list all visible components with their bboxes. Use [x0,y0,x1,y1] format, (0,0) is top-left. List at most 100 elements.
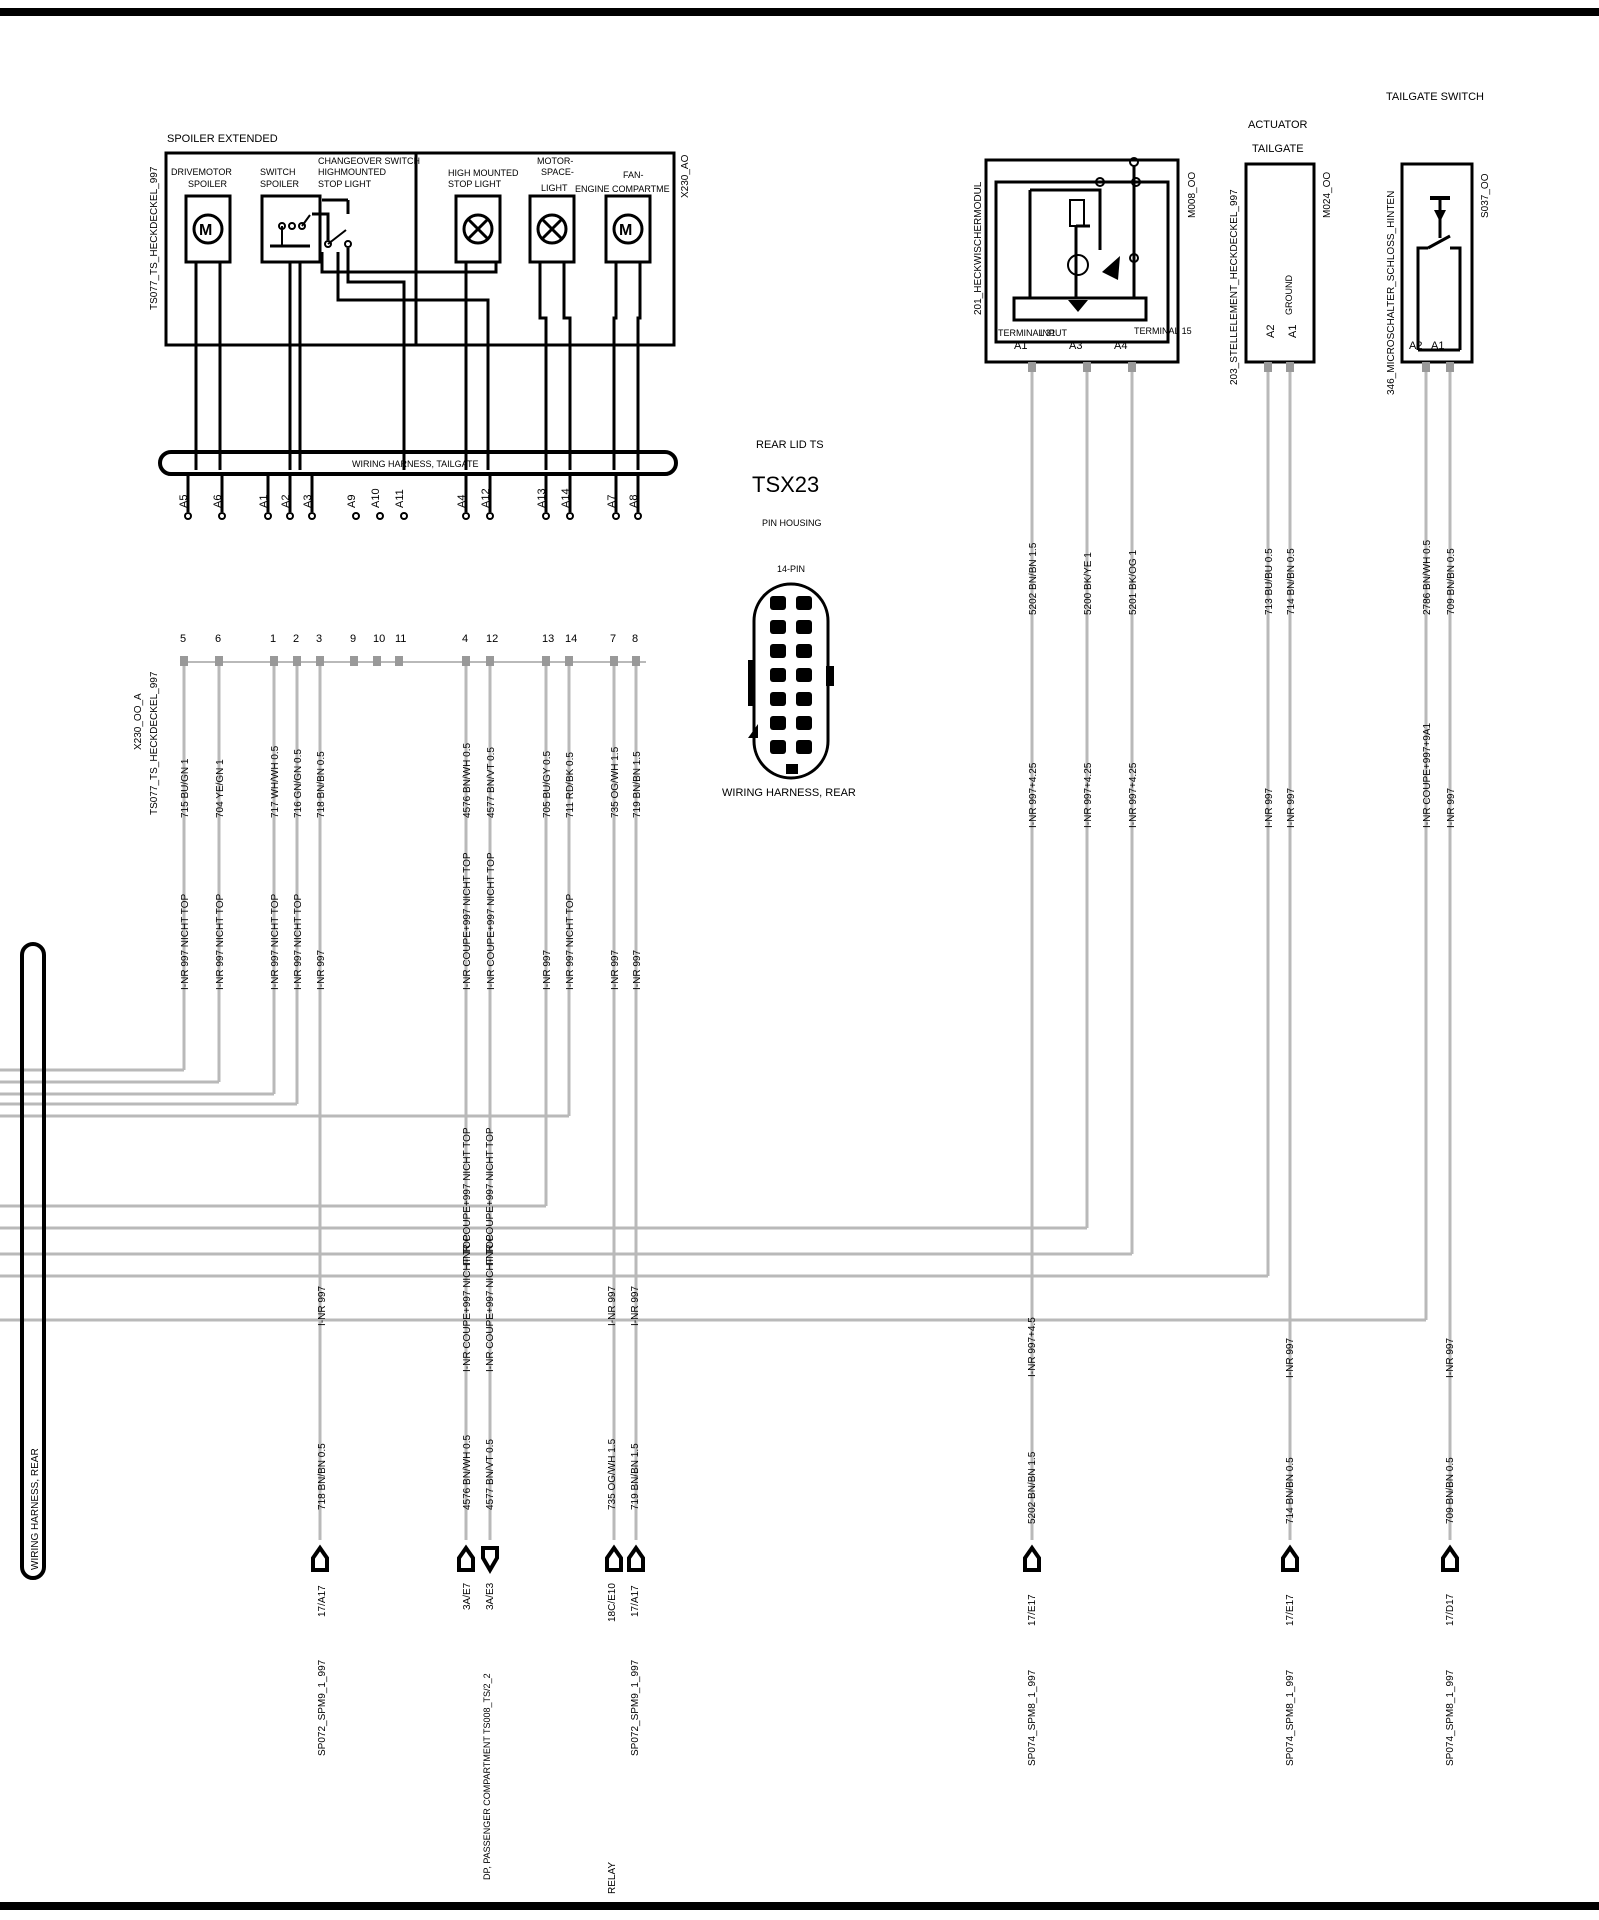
tailgate-switch-title: TAILGATE SWITCH [1386,91,1484,103]
bottom-border [0,1902,1599,1910]
wire-color-label: 4576 BN/WH 0.5 [462,743,473,818]
motor-space-label-3: LIGHT [541,183,568,193]
motor-space-label-2: SPACE- [541,167,574,177]
spoiler-pin-terminal [542,512,550,520]
spoiler-pin-terminal [400,512,408,520]
fan-label: FAN- [623,170,644,180]
switch-pin-a2: A2 [1409,340,1422,352]
tailgate-harness-label: WIRING HARNESS, TAILGATE [352,459,479,469]
actuator-title-1: ACTUATOR [1248,119,1308,131]
connector-terminal-icon [311,1544,329,1572]
wire-condition-label: I-NR 997 [1286,788,1297,828]
bottom-wire-12: 4577 BN/VT 0.5 [485,1439,496,1510]
x230-pin [565,656,573,666]
dest-3: SP072_SPM9_1_997 [317,1659,328,1756]
wire-color-label: 5202 BN/BN 1.5 [1028,542,1039,615]
wire-condition-label: I-NR 997 NICHT TOP [293,894,304,990]
x230-pin-label: 8 [632,633,638,645]
housing-pin-cell [770,716,786,730]
stop-light-label-2: STOP LIGHT [448,179,502,189]
spoiler-pin-terminal [286,512,294,520]
wire-condition-label: I-NR 997 [1446,788,1457,828]
connector-terminal-icon [605,1544,623,1572]
cond-r1-low: I-NR 997+4.5 [1027,1317,1038,1377]
wire-condition-label: I-NR 997+4.25 [1083,762,1094,828]
spoiler-pin-label: A9 [346,495,358,508]
spoiler-pin-terminal [218,512,226,520]
actuator-code: M024_OO [1322,172,1333,218]
cond-pin7-low: I-NR 997 [607,1286,618,1326]
drive-motor-icon [192,213,224,245]
x230-pin-label: 11 [395,633,406,645]
wire-condition-label: I-NR 997 NICHT TOP [180,894,191,990]
x230-pin [610,656,618,666]
housing-pin-cell [796,644,812,658]
cond-pin4-mid: I-NR COUPE+997 NICHT TOP [462,1127,473,1265]
bottom-wire-r1: 5202 BN/BN 1.5 [1027,1451,1038,1524]
switch-label: SWITCH [260,167,296,177]
housing-pin-cell [770,668,786,682]
housing-pin-cell [796,692,812,706]
actuator-title-2: TAILGATE [1252,143,1304,155]
left-harness-label: WIRING HARNESS, REAR [30,1448,41,1570]
ref-3: 17/A17 [317,1585,328,1617]
wire-color-label: 705 BU/GY 0.5 [542,750,553,818]
motor-space-label: MOTOR- [537,156,573,166]
actuator-name: 203_STELLELEMENT_HECKDECKEL_997 [1229,189,1240,385]
wire-color-label: 716 GN/GN 0.5 [293,749,304,818]
wire-color-label: 5200 BK/YE 1 [1083,552,1094,615]
tailgate-harness-bar [158,450,678,476]
ref-4: 3A/E7 [462,1582,473,1610]
bottom-wire-r3: 709 BN/BN 0.5 [1445,1457,1456,1524]
housing-pin-cell [796,620,812,634]
wire-condition-label: I-NR 997 [316,950,327,990]
spoiler-pin-terminal [462,512,470,520]
x230-pin [373,656,381,666]
bottom-wire-3: 718 BN/BN 0.5 [317,1443,328,1510]
spoiler-pin-terminal [566,512,574,520]
x230-pin [486,656,494,666]
top-border [0,8,1599,16]
dest-8: SP072_SPM9_1_997 [630,1659,641,1756]
wire-condition-label: I-NR 997 [632,950,643,990]
wiper-module: 201_HECKWISCHERMODUL M008_OO TERMINAL 31… [973,157,1198,364]
changeover-label: CHANGEOVER SWITCH [318,156,420,166]
cond-pin12-low: I-NR COUPE+997 NICHT TOP [485,1234,496,1372]
wiper-code: M008_OO [1187,172,1198,218]
wiper-name: 201_HECKWISCHERMODUL [973,181,984,315]
cond-pin8-low: I-NR 997 [630,1286,641,1326]
dest-r3: SP074_SPM8_1_997 [1445,1669,1456,1766]
wire-condition-label: I-NR 997 [1264,788,1275,828]
wiper-term-mid: INPUT [1040,328,1068,338]
wire-condition-label: I-NR COUPE+997+9A1 [1422,723,1433,828]
bottom-wire-8: 719 BN/BN 1.5 [630,1443,641,1510]
x230-code: X230_OO_A [133,693,144,750]
x230-pin [180,656,188,666]
wiper-term-right: TERMINAL 15 [1134,326,1192,336]
changeover-label-3: STOP LIGHT [318,179,372,189]
tailgate-switch-code: S037_OO [1480,173,1491,218]
drive-motor-label-2: SPOILER [188,179,228,189]
stop-light-icon [462,213,494,245]
x230-pin-label: 3 [316,633,322,645]
svg-text:M: M [199,222,212,239]
connector-terminal-icon [481,1546,499,1574]
x230-pin [542,656,550,666]
housing-pin-cell [770,596,786,610]
cond-r3-low: I-NR 997 [1445,1338,1456,1378]
connector-terminal-icon [457,1544,475,1572]
ref-r3: 17/D17 [1445,1593,1456,1626]
ref-r2: 17/E17 [1285,1594,1296,1626]
x230-pin-label: 10 [373,633,385,645]
housing-pin-cell [796,596,812,610]
spoiler-module: SPOILER EXTENDED TS077_TS_HECKDECKEL_997… [149,133,691,476]
x230-pin [350,656,358,666]
spoiler-code: X230_AO [680,154,691,198]
x230-pin [316,656,324,666]
dest-r2: SP074_SPM8_1_997 [1285,1669,1296,1766]
wire-color-label: 709 BN/BN 0.5 [1446,548,1457,615]
x230-pin [215,656,223,666]
wire-condition-label: I-NR COUPE+997 NICHT TOP [462,852,473,990]
